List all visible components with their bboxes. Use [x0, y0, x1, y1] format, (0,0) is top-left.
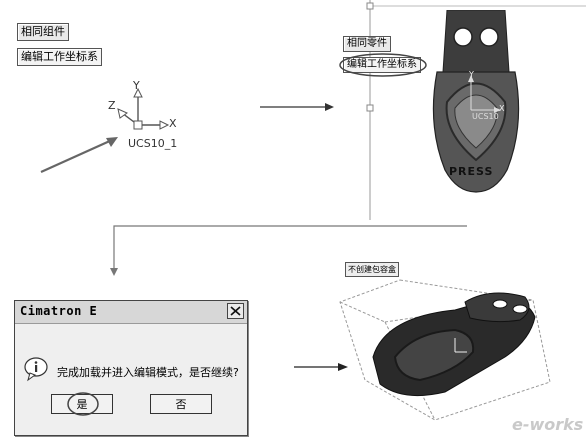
- same-component-button[interactable]: 相同组件: [17, 23, 69, 41]
- ucs-name-label: UCS10_1: [128, 137, 178, 150]
- press-text: PRESS: [449, 165, 494, 178]
- close-icon: [230, 306, 241, 316]
- dialog-title: Cimatron E: [20, 304, 98, 318]
- highlight-ellipse-menu: [339, 53, 427, 77]
- yes-button[interactable]: 是: [51, 394, 113, 414]
- no-button-label: 否: [175, 398, 187, 411]
- ucs-axis-x-label: X: [169, 117, 177, 130]
- right-arrow-top: [260, 103, 334, 111]
- right-arrow-bottom: [294, 363, 348, 371]
- close-button[interactable]: [227, 303, 244, 319]
- model-axis-x-label: X: [499, 104, 505, 113]
- dialog-message: 完成加载并进入编辑模式，是否继续?: [57, 366, 239, 379]
- edit-ucs-menu-item-highlighted[interactable]: 编辑工作坐标系: [343, 57, 421, 73]
- connector-line: [110, 225, 467, 276]
- highlight-ellipse-yes: [67, 392, 99, 416]
- same-part-button[interactable]: 相同零件: [343, 36, 391, 52]
- ucs-axis-triad: [117, 87, 170, 130]
- edit-ucs-menu-item[interactable]: 编辑工作坐标系: [17, 48, 102, 66]
- key-fob-model: [432, 10, 520, 193]
- model-axis-y-label: Y: [469, 70, 474, 79]
- confirm-dialog: Cimatron E 完成加载并进入编辑模式，是否继续? 是 否: [14, 300, 248, 436]
- ucs-axis-z-label: Z: [108, 99, 116, 112]
- eworks-watermark: e-works: [512, 415, 584, 434]
- no-bounding-box-button[interactable]: 不创建包容盒: [345, 262, 399, 277]
- diagonal-pointer-arrow: [40, 137, 118, 174]
- dialog-titlebar: Cimatron E: [15, 301, 247, 324]
- no-button[interactable]: 否: [150, 394, 212, 414]
- ucs-axis-y-label: Y: [133, 79, 140, 92]
- yes-button-label: 是: [76, 398, 88, 411]
- model-ucs-label: UCS10: [472, 112, 499, 121]
- model-bounding-box-view: [339, 279, 551, 421]
- info-icon: [24, 357, 48, 382]
